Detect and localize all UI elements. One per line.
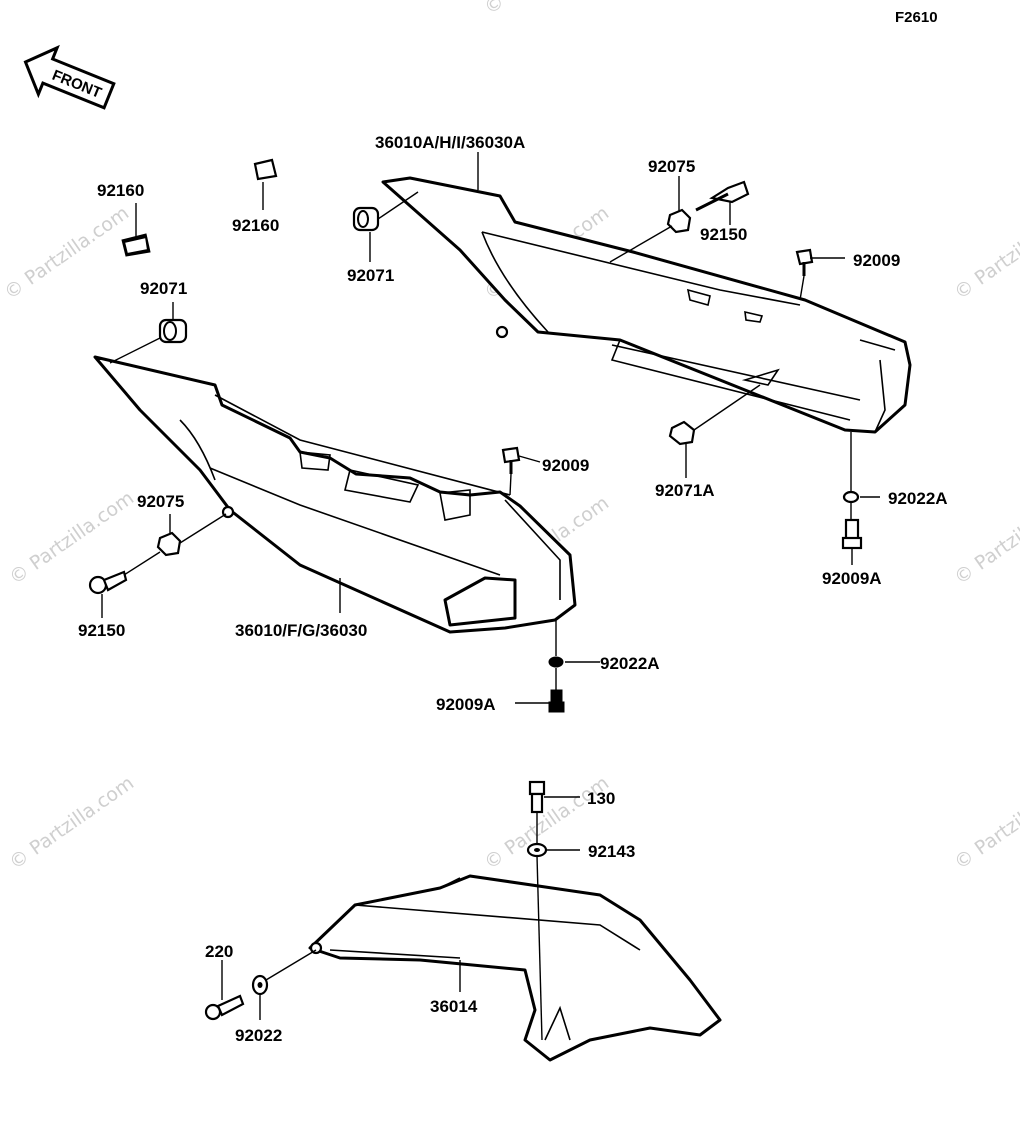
part-labels: 36010A/H/I/36030A 36010/F/G/36030 36014 … — [78, 133, 948, 1045]
washer-92022A-right-icon — [842, 490, 860, 504]
label-92071: 92071 — [140, 279, 187, 298]
watermark: © Partzilla.com — [480, 0, 613, 19]
watermark: © Partzilla.com — [5, 772, 138, 874]
label-92009: 92009 — [853, 251, 900, 270]
label-92009A: 92009A — [822, 569, 882, 588]
damper-92071A-icon — [668, 420, 696, 446]
grommet-92160-left-icon — [121, 233, 151, 257]
collar-92075-right-icon — [666, 208, 692, 234]
label-92160: 92160 — [232, 216, 279, 235]
label-92071A: 92071A — [655, 481, 715, 500]
label-92075: 92075 — [137, 492, 184, 511]
bolt-130-icon — [528, 780, 546, 814]
left-side-cover — [93, 355, 577, 634]
damper-92071-left-icon — [158, 318, 188, 344]
bolt-92009A-left-icon — [548, 689, 565, 713]
bolt-92009A-right-icon — [841, 518, 863, 550]
label-92022: 92022 — [235, 1026, 282, 1045]
bolt-92009-left-icon — [501, 446, 521, 474]
label-92022A: 92022A — [600, 654, 660, 673]
label-92150: 92150 — [700, 225, 747, 244]
label-right-cover: 36010A/H/I/36030A — [375, 133, 525, 152]
label-chain-cover: 36014 — [430, 997, 478, 1016]
label-92075: 92075 — [648, 157, 695, 176]
label-220: 220 — [205, 942, 233, 961]
label-92160: 92160 — [97, 181, 144, 200]
figure-code: F2610 — [895, 9, 938, 26]
washer-92022-icon — [251, 974, 269, 996]
label-92143: 92143 — [588, 842, 635, 861]
watermark: © Partzilla.com — [950, 202, 1020, 304]
bolt-92009-right-icon — [795, 248, 814, 276]
chain-cover — [308, 874, 722, 1062]
bolt-92150-left-icon — [88, 570, 128, 595]
bolt-220-icon — [204, 994, 245, 1021]
collar-92075-left-icon — [156, 531, 182, 557]
washer-92022A-left-icon — [548, 656, 564, 668]
collar-92143-icon — [526, 842, 548, 858]
label-left-cover: 36010/F/G/36030 — [235, 621, 367, 640]
bolt-92150-right-icon — [695, 180, 750, 212]
leader-lines — [101, 152, 880, 1041]
label-92009: 92009 — [542, 456, 589, 475]
right-side-cover — [381, 176, 912, 434]
damper-92071-right-icon — [352, 206, 380, 232]
front-arrow-icon: FRONT — [23, 44, 116, 110]
label-92022A: 92022A — [888, 489, 948, 508]
watermark: © Partzilla.com — [950, 772, 1020, 874]
label-130: 130 — [587, 789, 615, 808]
watermarks: © Partzilla.com © Partzilla.com © Partzi… — [0, 0, 1020, 874]
watermark: © Partzilla.com — [0, 202, 133, 304]
watermark: © Partzilla.com — [950, 487, 1020, 589]
label-92009A: 92009A — [436, 695, 496, 714]
label-92150: 92150 — [78, 621, 125, 640]
label-92071: 92071 — [347, 266, 394, 285]
grommet-92160-right-icon — [253, 158, 278, 181]
